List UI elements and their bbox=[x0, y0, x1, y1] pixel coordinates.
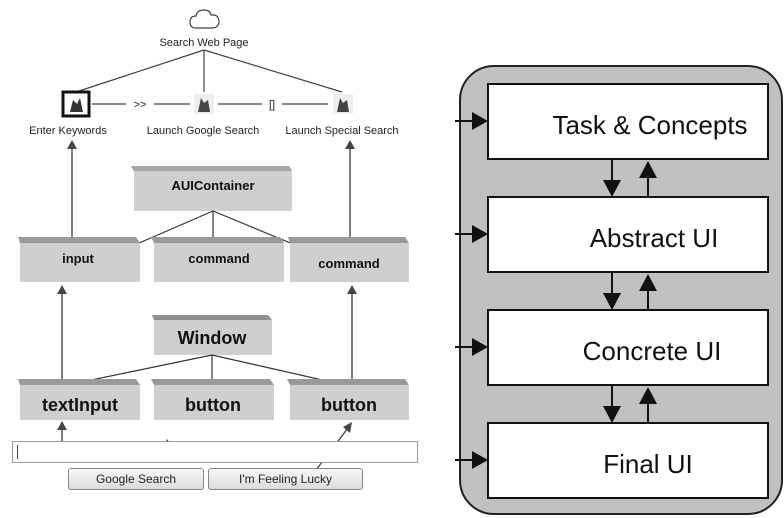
aui-container-block: AUIContainer bbox=[131, 166, 292, 211]
text-caret bbox=[17, 445, 18, 459]
aui-command-block-1: command bbox=[151, 237, 284, 282]
input-arrow-icon bbox=[455, 112, 488, 469]
layer-task-concepts: Task & Concepts bbox=[487, 83, 769, 160]
aui-input-block: input bbox=[18, 237, 140, 282]
layer-concrete-ui: Concrete UI bbox=[487, 309, 769, 386]
cui-button-label-1: button bbox=[185, 395, 241, 415]
root-task-label: Search Web Page bbox=[159, 37, 248, 49]
cui-textinput-label: textInput bbox=[42, 395, 118, 415]
aui-container-label: AUIContainer bbox=[171, 178, 254, 193]
task-icon-enter-keywords bbox=[61, 90, 91, 118]
task-label-launch-special-search: Launch Special Search bbox=[285, 125, 398, 137]
operator-enabling: >> bbox=[134, 99, 147, 111]
cui-button-block-2: button bbox=[287, 379, 409, 420]
window-label: Window bbox=[178, 328, 248, 348]
layer-final-ui: Final UI bbox=[487, 422, 769, 499]
window-block: Window bbox=[152, 315, 272, 355]
cui-textinput-block: textInput bbox=[18, 379, 140, 420]
task-icon-launch-google-search bbox=[194, 94, 214, 114]
search-input[interactable] bbox=[12, 441, 418, 463]
aui-command-label-2: command bbox=[318, 256, 379, 271]
cui-button-label-2: button bbox=[321, 395, 377, 415]
bidirectional-arrow-icon bbox=[603, 159, 657, 423]
operator-choice: [] bbox=[269, 99, 275, 111]
aui-command-label-1: command bbox=[188, 251, 249, 266]
cui-button-block-1: button bbox=[151, 379, 274, 420]
layer-abstract-ui: Abstract UI bbox=[487, 196, 769, 273]
aui-input-label: input bbox=[62, 251, 94, 266]
layer-label-concrete-ui: Concrete UI bbox=[583, 336, 722, 366]
google-search-button[interactable]: Google Search bbox=[68, 468, 204, 490]
layer-label-abstract-ui: Abstract UI bbox=[590, 223, 719, 253]
layer-label-final-ui: Final UI bbox=[603, 449, 693, 479]
framework-panel bbox=[459, 65, 783, 515]
cloud-icon bbox=[189, 9, 220, 29]
task-label-launch-google-search: Launch Google Search bbox=[147, 125, 260, 137]
task-label-enter-keywords: Enter Keywords bbox=[29, 125, 107, 137]
layer-label-task-concepts: Task & Concepts bbox=[552, 110, 747, 140]
feeling-lucky-button[interactable]: I'm Feeling Lucky bbox=[208, 468, 363, 490]
aui-command-block-2: command bbox=[288, 237, 409, 282]
task-icon-launch-special-search bbox=[333, 94, 353, 114]
